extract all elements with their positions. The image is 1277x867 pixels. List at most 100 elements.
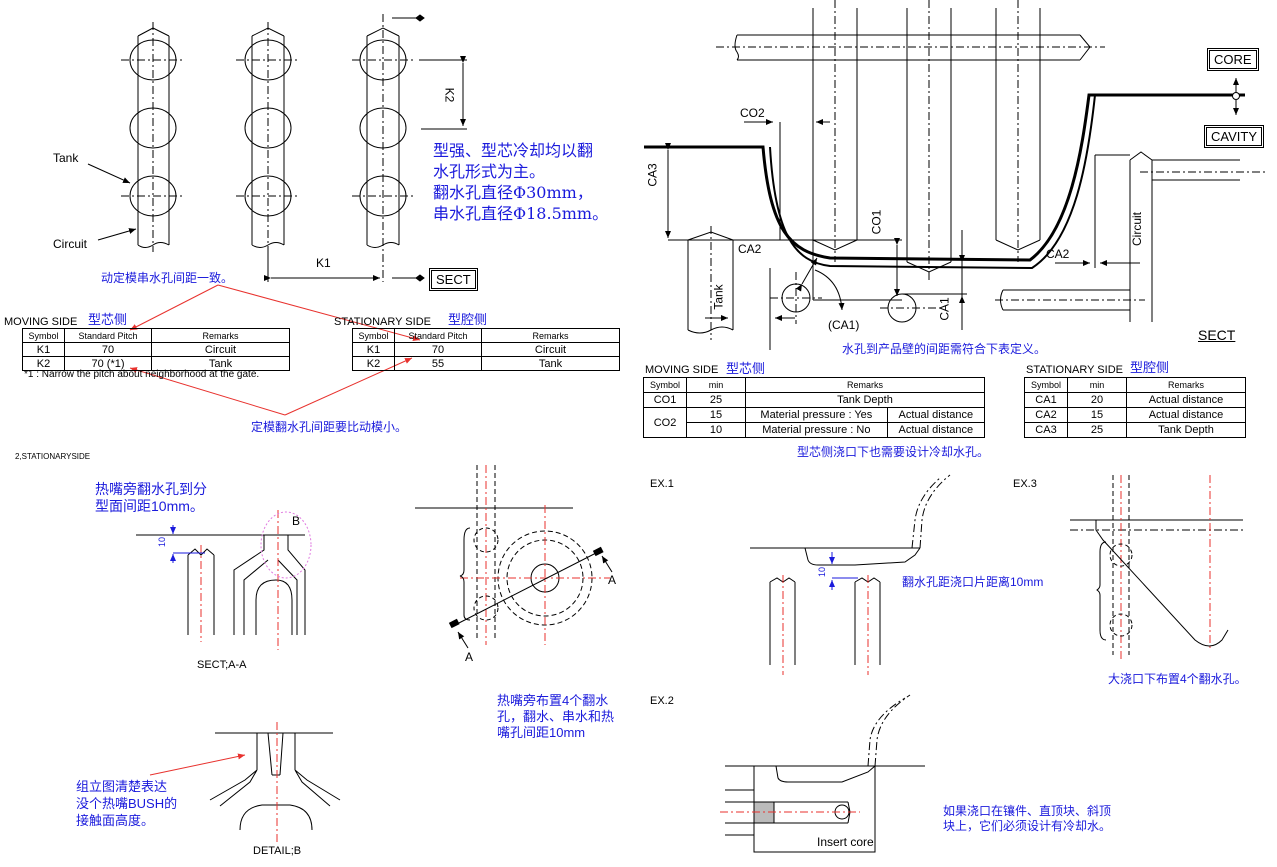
co1-label: CO1	[869, 209, 884, 235]
stationary-distance-title-cn: 型腔侧	[1130, 360, 1170, 375]
tank-label: Tank	[53, 151, 79, 165]
header-pitch: Standard Pitch	[394, 328, 482, 343]
detail-b-label: DETAIL;B	[253, 845, 302, 857]
sect-aa-label: SECT;A-A	[197, 659, 247, 671]
main-note-line: 串水孔直径Φ18.5mm。	[433, 204, 609, 223]
cell: 15	[1067, 407, 1127, 423]
cell: 15	[686, 407, 746, 423]
b-label: B	[292, 514, 301, 528]
co2-label: CO2	[740, 106, 765, 120]
header-remarks: Remarks	[1126, 377, 1246, 393]
sect-aa-diagram	[136, 510, 312, 650]
pipe-1	[121, 22, 185, 252]
note-line: 组立图清楚表达	[76, 779, 168, 794]
cavity-label: CAVITY	[1204, 125, 1264, 148]
cell: Actual distance	[1126, 407, 1246, 423]
ex1-dim-label: 10	[817, 566, 828, 578]
cell: 70	[394, 342, 482, 357]
ex1-label: EX.1	[650, 478, 674, 490]
cell: Circuit	[151, 342, 290, 357]
ex2-label: EX.2	[650, 695, 674, 707]
section-diagram	[644, 0, 1268, 350]
hot-runner-top-view	[415, 465, 613, 649]
cell: Tank	[151, 356, 290, 371]
pipe-3	[352, 14, 415, 282]
cell: CA3	[1024, 422, 1068, 438]
pipe-2	[236, 22, 298, 282]
header-remarks: Remarks	[481, 328, 620, 343]
cell: Circuit	[481, 342, 620, 357]
ca1-label: CA1	[937, 297, 952, 321]
ex2-diagram	[720, 694, 925, 853]
main-note-line: 翻水孔直径Φ30mm，	[433, 183, 593, 202]
header-remarks: Remarks	[151, 328, 290, 343]
cell: Actual distance	[886, 422, 986, 438]
nozzle-distance-note: 热嘴旁翻水孔到分 型面间距10mm。	[95, 481, 207, 515]
cell: CA1	[1024, 392, 1068, 408]
detail-b-diagram	[149, 722, 341, 845]
cell: Actual distance	[1126, 392, 1246, 408]
k2-label: K2	[442, 87, 457, 103]
ca3-label: CA3	[645, 163, 660, 187]
header-symbol: Symbol	[352, 328, 395, 343]
header-symbol: Symbol	[22, 328, 65, 343]
cell: CO2	[643, 407, 687, 438]
cell: 10	[686, 422, 746, 438]
main-note-line: 型强、型芯冷却均以翻	[433, 141, 594, 160]
moving-side-title-cn: 型芯侧	[88, 312, 128, 327]
ca2-right-label: CA2	[1046, 247, 1070, 261]
cell: K1	[22, 342, 65, 357]
cell: Tank Depth	[1126, 422, 1246, 438]
sect-label-left: SECT	[429, 268, 478, 291]
cell: 25	[1067, 422, 1127, 438]
main-cooling-note: 型强、型芯冷却均以翻 水孔形式为主。 翻水孔直径Φ30mm， 串水孔直径Φ18.…	[433, 140, 608, 224]
cell: K2	[22, 356, 65, 371]
moving-distance-title: MOVING SIDE	[645, 364, 719, 376]
ex3-diagram	[1070, 475, 1243, 660]
gate-cooling-note: 型芯侧浇口下也需要设计冷却水孔。	[797, 445, 990, 459]
cell: Actual distance	[886, 407, 986, 423]
cell: Tank Depth	[745, 392, 985, 408]
stationary-pitch-smaller-note: 定模翻水孔间距要比动模小。	[251, 420, 408, 434]
stationary-side-title: STATIONARY SIDE	[334, 316, 431, 328]
four-holes-note: 热嘴旁布置4个翻水 孔，翻水、串水和热 嘴孔间距10mm	[497, 693, 614, 741]
pitch-consistent-note: 动定模串水孔间距一致。	[101, 271, 234, 285]
cell: K2	[352, 356, 395, 371]
cell: CO1	[643, 392, 687, 408]
k1-label: K1	[316, 256, 331, 270]
cell: Tank	[481, 356, 620, 371]
main-note-line: 水孔形式为主。	[433, 162, 546, 181]
header-remarks: Remarks	[745, 377, 985, 393]
cell: 70	[64, 342, 152, 357]
note-line: 如果浇口在镶件、直顶块、斜顶	[943, 804, 1112, 818]
tank-label-section: Tank	[711, 284, 726, 310]
note-line: 嘴孔间距10mm	[497, 725, 586, 740]
note-line: 接触面高度。	[76, 813, 155, 828]
header-min: min	[1067, 377, 1127, 393]
circuit-label-section: Circuit	[1130, 211, 1145, 247]
wall-distance-note: 水孔到产品壁的间距需符合下表定义。	[842, 342, 1047, 356]
a-label-left: A	[465, 650, 474, 664]
sect-label-right: SECT	[1198, 327, 1236, 343]
pitch-diagram	[87, 14, 467, 282]
header-min: min	[686, 377, 746, 393]
ex2-note: 如果浇口在镶件、直顶块、斜顶 块上，它们必须设计有冷却水。	[943, 804, 1111, 834]
circuit-label: Circuit	[53, 237, 88, 251]
moving-distance-title-cn: 型芯侧	[726, 361, 766, 376]
insert-core-label: Insert core	[817, 835, 874, 849]
ex1-diagram	[750, 474, 951, 675]
core-label: CORE	[1207, 48, 1259, 71]
note-line: 没个热嘴BUSH的	[76, 796, 178, 811]
cell: K1	[352, 342, 395, 357]
